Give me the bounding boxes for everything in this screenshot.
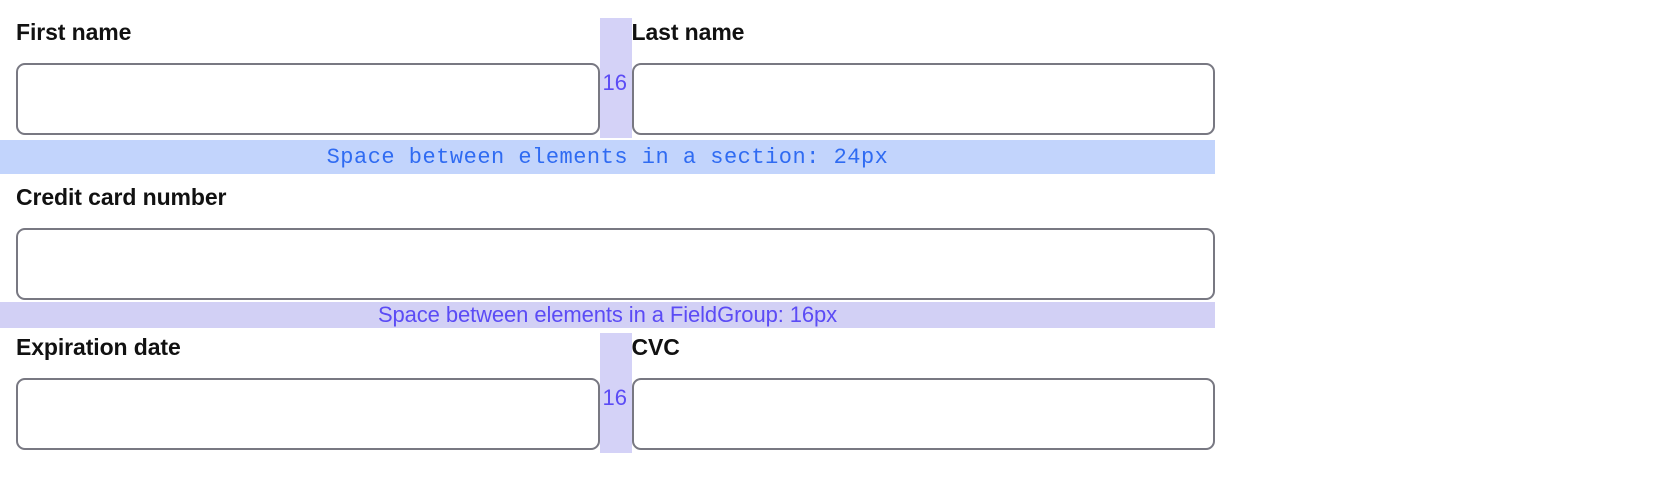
input-cvc[interactable] bbox=[631, 378, 1215, 450]
input-expiration-date[interactable] bbox=[16, 378, 600, 450]
input-credit-card-number[interactable] bbox=[16, 228, 1215, 300]
column-gap-label-expiry-row: 16 bbox=[602, 385, 627, 410]
field-row-name: First name 16 Last name bbox=[16, 18, 1215, 138]
input-first-name[interactable] bbox=[16, 63, 600, 135]
field-credit-card-number: Credit card number bbox=[16, 183, 1215, 303]
label-expiration-date: Expiration date bbox=[16, 334, 181, 360]
label-last-name: Last name bbox=[631, 19, 745, 45]
section-gap-band: Space between elements in a section: 24p… bbox=[0, 140, 1215, 174]
column-gap-band-name-row: 16 bbox=[599, 18, 632, 138]
field-row-credit-card: Credit card number bbox=[16, 183, 1215, 303]
field-row-expiry-cvc: Expiration date 16 CVC bbox=[16, 333, 1215, 453]
field-cvc: CVC bbox=[631, 333, 1215, 453]
label-first-name: First name bbox=[16, 19, 132, 45]
field-first-name: First name bbox=[16, 18, 600, 138]
field-expiration-date: Expiration date bbox=[16, 333, 600, 453]
input-last-name[interactable] bbox=[631, 63, 1215, 135]
label-cvc: CVC bbox=[631, 334, 680, 360]
fieldgroup-gap-label: Space between elements in a FieldGroup: … bbox=[377, 302, 838, 327]
field-last-name: Last name bbox=[631, 18, 1215, 138]
section-gap-label: Space between elements in a section: 24p… bbox=[326, 144, 889, 170]
fieldgroup-gap-band: Space between elements in a FieldGroup: … bbox=[0, 302, 1215, 328]
column-gap-band-expiry-row: 16 bbox=[599, 333, 632, 453]
label-credit-card-number: Credit card number bbox=[16, 184, 227, 210]
column-gap-label-name-row: 16 bbox=[602, 70, 627, 95]
